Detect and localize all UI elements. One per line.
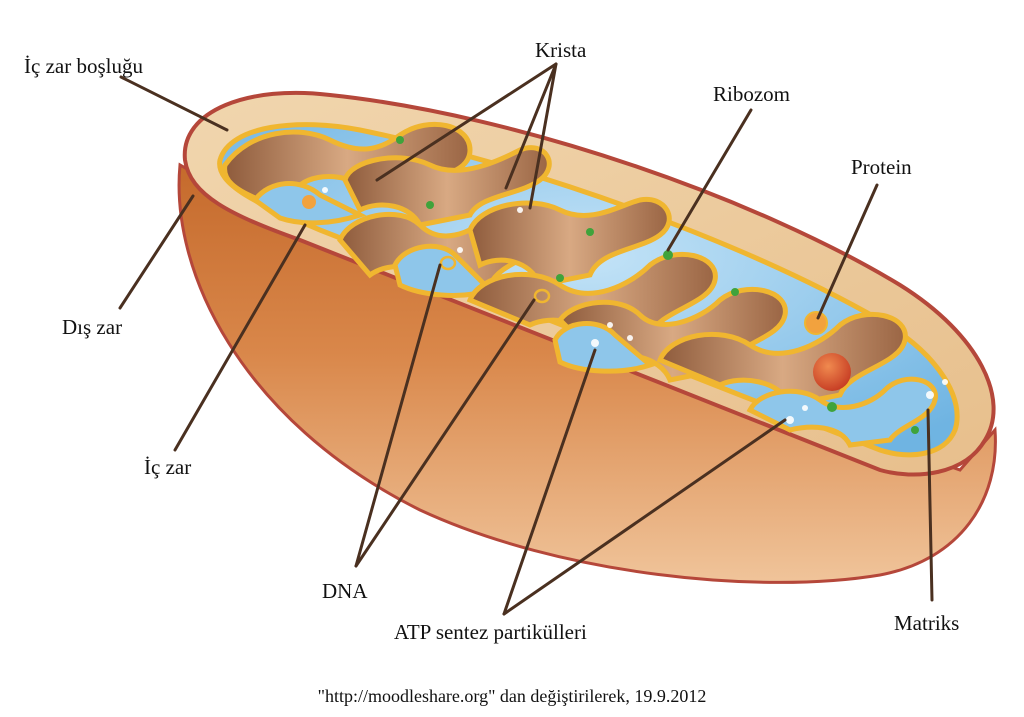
label-matriks: Matriks (894, 611, 960, 635)
ribosomes (396, 136, 919, 434)
label-ic-zar-boslugu: İç zar boşluğu (24, 54, 143, 78)
label-krista: Krista (535, 38, 587, 62)
label-protein: Protein (851, 155, 912, 179)
cristae-folds (222, 121, 938, 448)
protein-small (804, 311, 828, 335)
protein-upper-left (302, 195, 316, 209)
protein-large (813, 353, 851, 391)
label-ribozom: Ribozom (713, 82, 790, 106)
dna-rings (439, 255, 551, 304)
label-dna: DNA (322, 579, 368, 603)
source-caption: "http://moodleshare.org" dan değiştirile… (317, 686, 707, 706)
atp-particles (322, 187, 948, 424)
leader-lines (118, 62, 934, 616)
label-atp-sentez: ATP sentez partikülleri (394, 620, 587, 644)
label-dis-zar: Dış zar (62, 315, 123, 339)
label-ic-zar: İç zar (144, 455, 192, 479)
